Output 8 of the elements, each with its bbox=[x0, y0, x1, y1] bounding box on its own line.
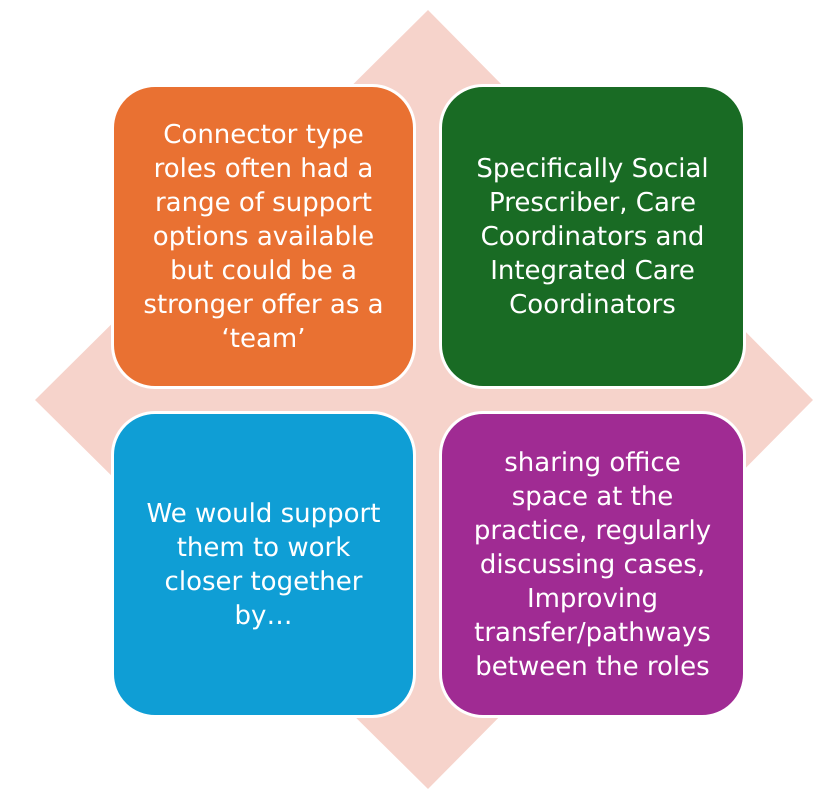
box-text: We would support them to work closer together by… bbox=[146, 498, 382, 632]
box-text: sharing office space at the practice, regularly discussing cases, Improving transfer/pathways between the roles bbox=[472, 446, 712, 684]
quadrant-box bbox=[439, 411, 746, 718]
box-text: Specifically Social Prescriber, Care Coordinators and Integrated Care Coordinators bbox=[475, 152, 710, 322]
quadrant-box bbox=[111, 84, 416, 389]
box-text: Connector type roles often had a range of support options available but could be a stronger offer as a ‘team’ bbox=[142, 118, 385, 356]
quadrant-box bbox=[439, 84, 746, 389]
quadrant-box bbox=[111, 411, 416, 718]
